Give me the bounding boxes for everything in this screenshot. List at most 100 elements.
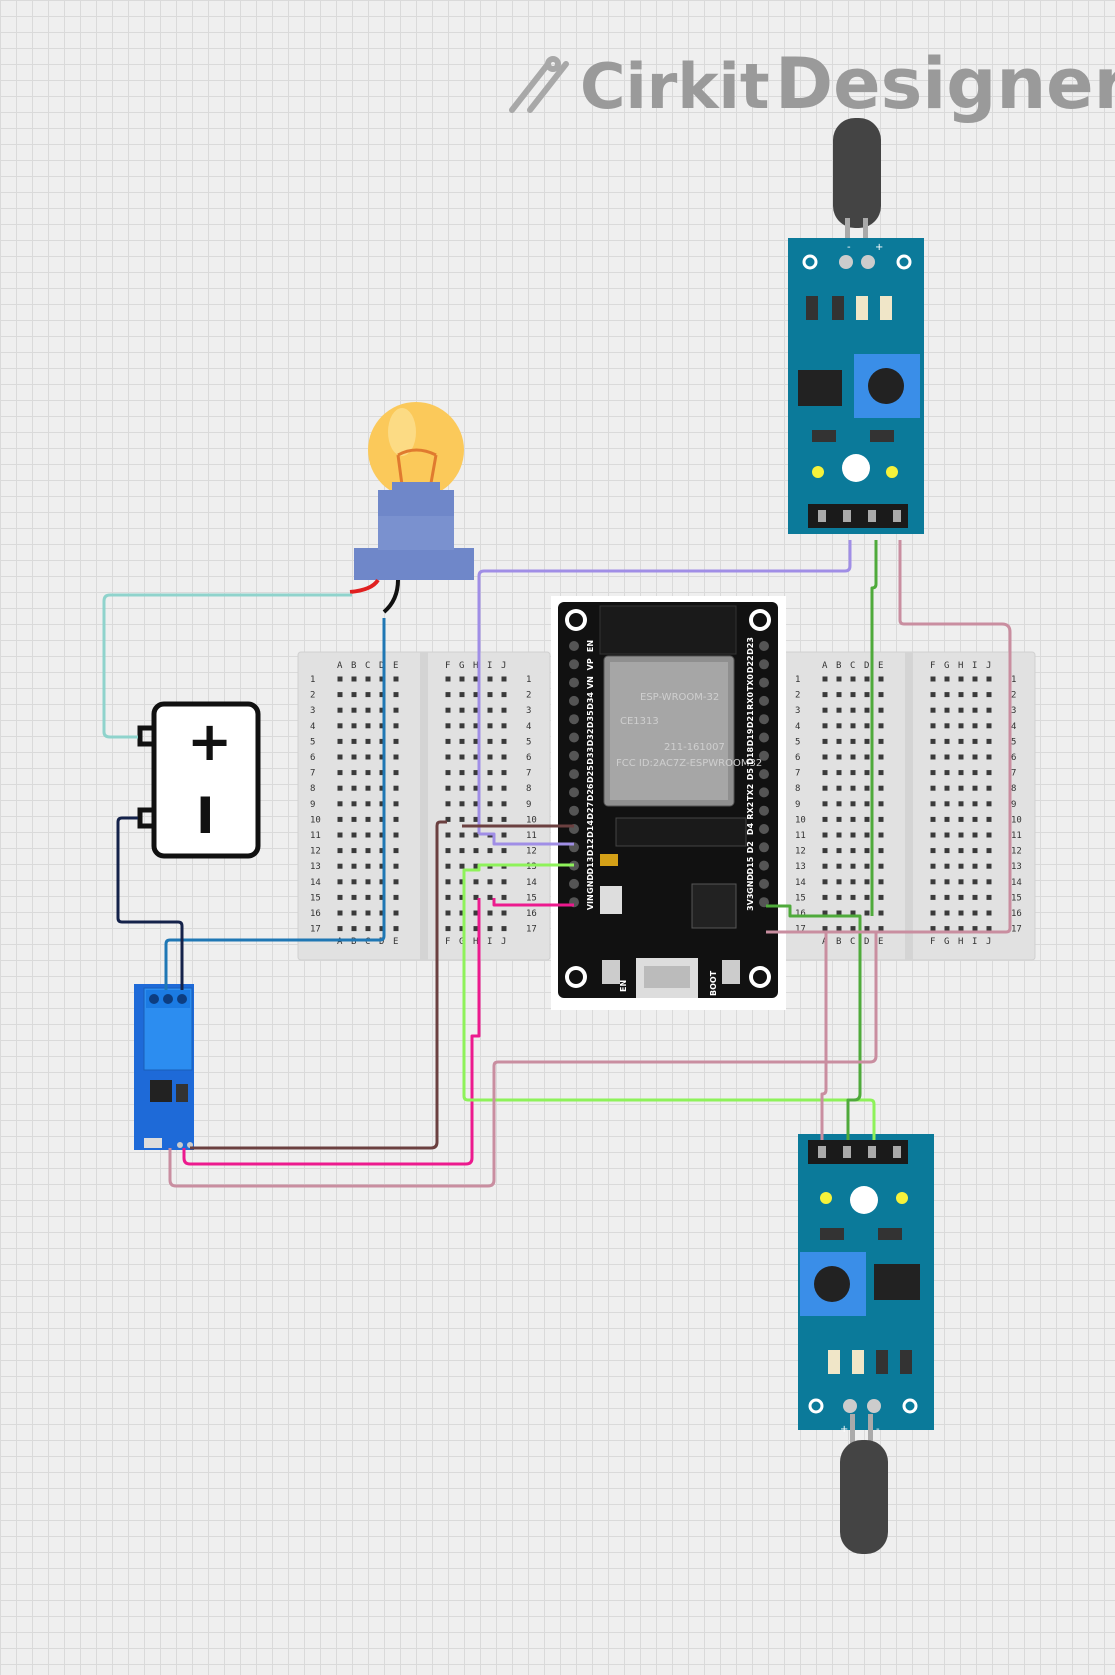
bb-hole[interactable] xyxy=(822,754,828,760)
bb-hole[interactable] xyxy=(501,723,507,729)
bb-hole[interactable] xyxy=(958,676,964,682)
bb-hole[interactable] xyxy=(487,910,493,916)
bb-hole[interactable] xyxy=(445,879,451,885)
bb-hole[interactable] xyxy=(944,770,950,776)
bb-hole[interactable] xyxy=(822,692,828,698)
bb-hole[interactable] xyxy=(878,816,884,822)
bb-hole[interactable] xyxy=(930,770,936,776)
bb-hole[interactable] xyxy=(487,848,493,854)
esp32-header-pin[interactable] xyxy=(759,677,769,688)
esp32-header-pin[interactable] xyxy=(569,695,579,706)
bb-hole[interactable] xyxy=(972,707,978,713)
bb-hole[interactable] xyxy=(473,848,479,854)
bb-hole[interactable] xyxy=(958,926,964,932)
bb-hole[interactable] xyxy=(836,723,842,729)
bb-hole[interactable] xyxy=(836,770,842,776)
bb-hole[interactable] xyxy=(365,926,371,932)
bb-hole[interactable] xyxy=(379,754,385,760)
bb-hole[interactable] xyxy=(445,770,451,776)
esp32-board[interactable]: ESP-WROOM-32 CE1313 211-161007 FCC ID:2A… xyxy=(551,596,786,1010)
bb-hole[interactable] xyxy=(822,863,828,869)
bb-hole[interactable] xyxy=(393,816,399,822)
bb-hole[interactable] xyxy=(487,816,493,822)
bb-hole[interactable] xyxy=(864,816,870,822)
bb-hole[interactable] xyxy=(930,707,936,713)
bb-hole[interactable] xyxy=(930,801,936,807)
bb-hole[interactable] xyxy=(878,754,884,760)
bb-hole[interactable] xyxy=(459,926,465,932)
bb-hole[interactable] xyxy=(822,785,828,791)
esp32-header-pin[interactable] xyxy=(569,769,579,780)
bb-hole[interactable] xyxy=(850,707,856,713)
bb-hole[interactable] xyxy=(836,848,842,854)
bb-hole[interactable] xyxy=(473,910,479,916)
bb-hole[interactable] xyxy=(459,770,465,776)
esp32-header-pin[interactable] xyxy=(759,842,769,853)
bb-hole[interactable] xyxy=(459,910,465,916)
bb-hole[interactable] xyxy=(393,801,399,807)
bb-hole[interactable] xyxy=(445,863,451,869)
bb-hole[interactable] xyxy=(930,848,936,854)
bb-hole[interactable] xyxy=(459,894,465,900)
relay-module[interactable] xyxy=(134,984,194,1150)
esp32-header-pin[interactable] xyxy=(759,695,769,706)
bb-hole[interactable] xyxy=(501,816,507,822)
bb-hole[interactable] xyxy=(337,879,343,885)
bb-hole[interactable] xyxy=(878,879,884,885)
esp32-header-pin[interactable] xyxy=(759,769,769,780)
bb-hole[interactable] xyxy=(501,692,507,698)
bb-hole[interactable] xyxy=(365,832,371,838)
bb-hole[interactable] xyxy=(337,801,343,807)
wire-purple[interactable] xyxy=(477,540,852,846)
bb-hole[interactable] xyxy=(337,832,343,838)
bb-hole[interactable] xyxy=(930,910,936,916)
bb-hole[interactable] xyxy=(822,738,828,744)
bb-hole[interactable] xyxy=(930,879,936,885)
bb-hole[interactable] xyxy=(393,832,399,838)
bb-hole[interactable] xyxy=(944,738,950,744)
bb-hole[interactable] xyxy=(944,832,950,838)
bb-hole[interactable] xyxy=(878,832,884,838)
bb-hole[interactable] xyxy=(878,926,884,932)
bb-hole[interactable] xyxy=(864,863,870,869)
bb-hole[interactable] xyxy=(836,785,842,791)
bb-hole[interactable] xyxy=(501,926,507,932)
wire-navy[interactable] xyxy=(116,816,184,990)
bb-hole[interactable] xyxy=(445,910,451,916)
bb-hole[interactable] xyxy=(836,754,842,760)
bb-hole[interactable] xyxy=(958,863,964,869)
bb-hole[interactable] xyxy=(501,707,507,713)
bb-hole[interactable] xyxy=(501,770,507,776)
bb-hole[interactable] xyxy=(351,692,357,698)
bb-hole[interactable] xyxy=(379,801,385,807)
bb-hole[interactable] xyxy=(365,848,371,854)
bb-hole[interactable] xyxy=(878,863,884,869)
bb-hole[interactable] xyxy=(836,832,842,838)
bb-hole[interactable] xyxy=(972,879,978,885)
bb-hole[interactable] xyxy=(972,801,978,807)
bb-hole[interactable] xyxy=(822,676,828,682)
bb-hole[interactable] xyxy=(445,692,451,698)
bb-hole[interactable] xyxy=(445,848,451,854)
bb-hole[interactable] xyxy=(822,879,828,885)
bb-hole[interactable] xyxy=(930,738,936,744)
bb-hole[interactable] xyxy=(986,879,992,885)
bb-hole[interactable] xyxy=(864,785,870,791)
bb-hole[interactable] xyxy=(944,676,950,682)
bb-hole[interactable] xyxy=(944,723,950,729)
bb-hole[interactable] xyxy=(850,723,856,729)
bb-hole[interactable] xyxy=(864,910,870,916)
bb-hole[interactable] xyxy=(337,894,343,900)
bb-hole[interactable] xyxy=(864,894,870,900)
bb-hole[interactable] xyxy=(365,863,371,869)
wire-pink[interactable] xyxy=(168,540,1012,1188)
esp32-header-pin[interactable] xyxy=(569,750,579,761)
bb-hole[interactable] xyxy=(850,692,856,698)
bb-hole[interactable] xyxy=(836,816,842,822)
bb-hole[interactable] xyxy=(878,910,884,916)
bb-hole[interactable] xyxy=(836,879,842,885)
bb-hole[interactable] xyxy=(487,692,493,698)
esp32-header-pin[interactable] xyxy=(569,805,579,816)
bb-hole[interactable] xyxy=(445,832,451,838)
bb-hole[interactable] xyxy=(459,676,465,682)
